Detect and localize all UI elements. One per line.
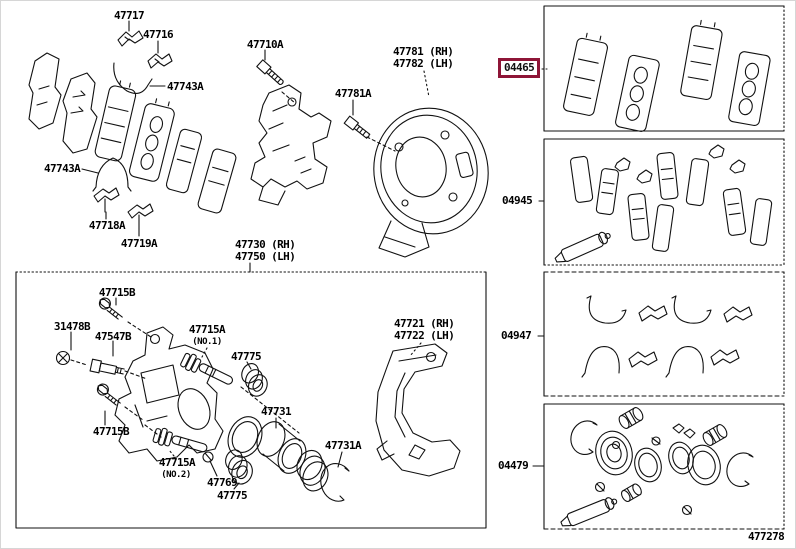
part-label-47731a[interactable]: 47731A xyxy=(324,439,362,452)
part-label-47775-bottom[interactable]: 47775 xyxy=(216,489,248,502)
part-label-47731[interactable]: 47731 xyxy=(260,405,292,418)
dust-shield xyxy=(343,70,489,258)
part-label-47750-lh[interactable]: 47750 (LH) xyxy=(235,250,296,263)
part-label-47722-lh[interactable]: 47722 (LH) xyxy=(394,329,455,342)
part-label-47721-rh[interactable]: 47721 (RH) xyxy=(394,317,455,330)
diagram-number: 477278 xyxy=(748,530,785,543)
part-label-47715a-no1-note: (NO.1) xyxy=(192,337,222,347)
kit-label-04947[interactable]: 04947 xyxy=(501,329,532,342)
part-label-31478b[interactable]: 31478B xyxy=(53,320,91,333)
part-label-47730-rh[interactable]: 47730 (RH) xyxy=(235,238,296,251)
kit-box-04465 xyxy=(541,5,785,132)
part-label-47781a[interactable]: 47781A xyxy=(334,87,372,100)
part-label-47715a-no1[interactable]: 47715A xyxy=(188,323,226,336)
part-label-47717[interactable]: 47717 xyxy=(113,9,145,22)
kit-box-04945 xyxy=(538,138,785,266)
caliper-support-bracket xyxy=(250,49,332,206)
caliper-assembly-parts xyxy=(55,297,461,502)
part-label-47715a-no2-note: (NO.2) xyxy=(161,470,191,480)
part-label-47710a[interactable]: 47710A xyxy=(246,38,284,51)
kit-box-04947 xyxy=(537,271,785,397)
part-label-47718a[interactable]: 47718A xyxy=(88,219,126,232)
part-label-47775-mid[interactable]: 47775 xyxy=(230,350,262,363)
part-label-47781-rh[interactable]: 47781 (RH) xyxy=(393,45,454,58)
part-label-47769[interactable]: 47769 xyxy=(206,476,238,489)
pads-shims-cluster xyxy=(28,20,237,237)
part-label-47715b-bottom[interactable]: 47715B xyxy=(92,425,130,438)
kit-label-04945[interactable]: 04945 xyxy=(502,194,533,207)
part-label-47715b-top[interactable]: 47715B xyxy=(98,286,136,299)
part-label-47743a-top[interactable]: 47743A xyxy=(167,80,204,93)
part-label-47719a[interactable]: 47719A xyxy=(120,237,158,250)
caliper-assembly-box xyxy=(15,262,487,529)
part-label-47715a-no2[interactable]: 47715A xyxy=(158,456,196,469)
kit-label-04479[interactable]: 04479 xyxy=(498,459,529,472)
part-label-47743a-left[interactable]: 47743A xyxy=(44,162,81,175)
part-label-47716[interactable]: 47716 xyxy=(142,28,174,41)
part-label-47547b[interactable]: 47547B xyxy=(94,330,132,343)
kit-box-04479 xyxy=(532,403,785,530)
selected-kit-label-04465[interactable]: 04465 xyxy=(498,58,541,78)
part-label-47782-lh[interactable]: 47782 (LH) xyxy=(393,57,454,70)
